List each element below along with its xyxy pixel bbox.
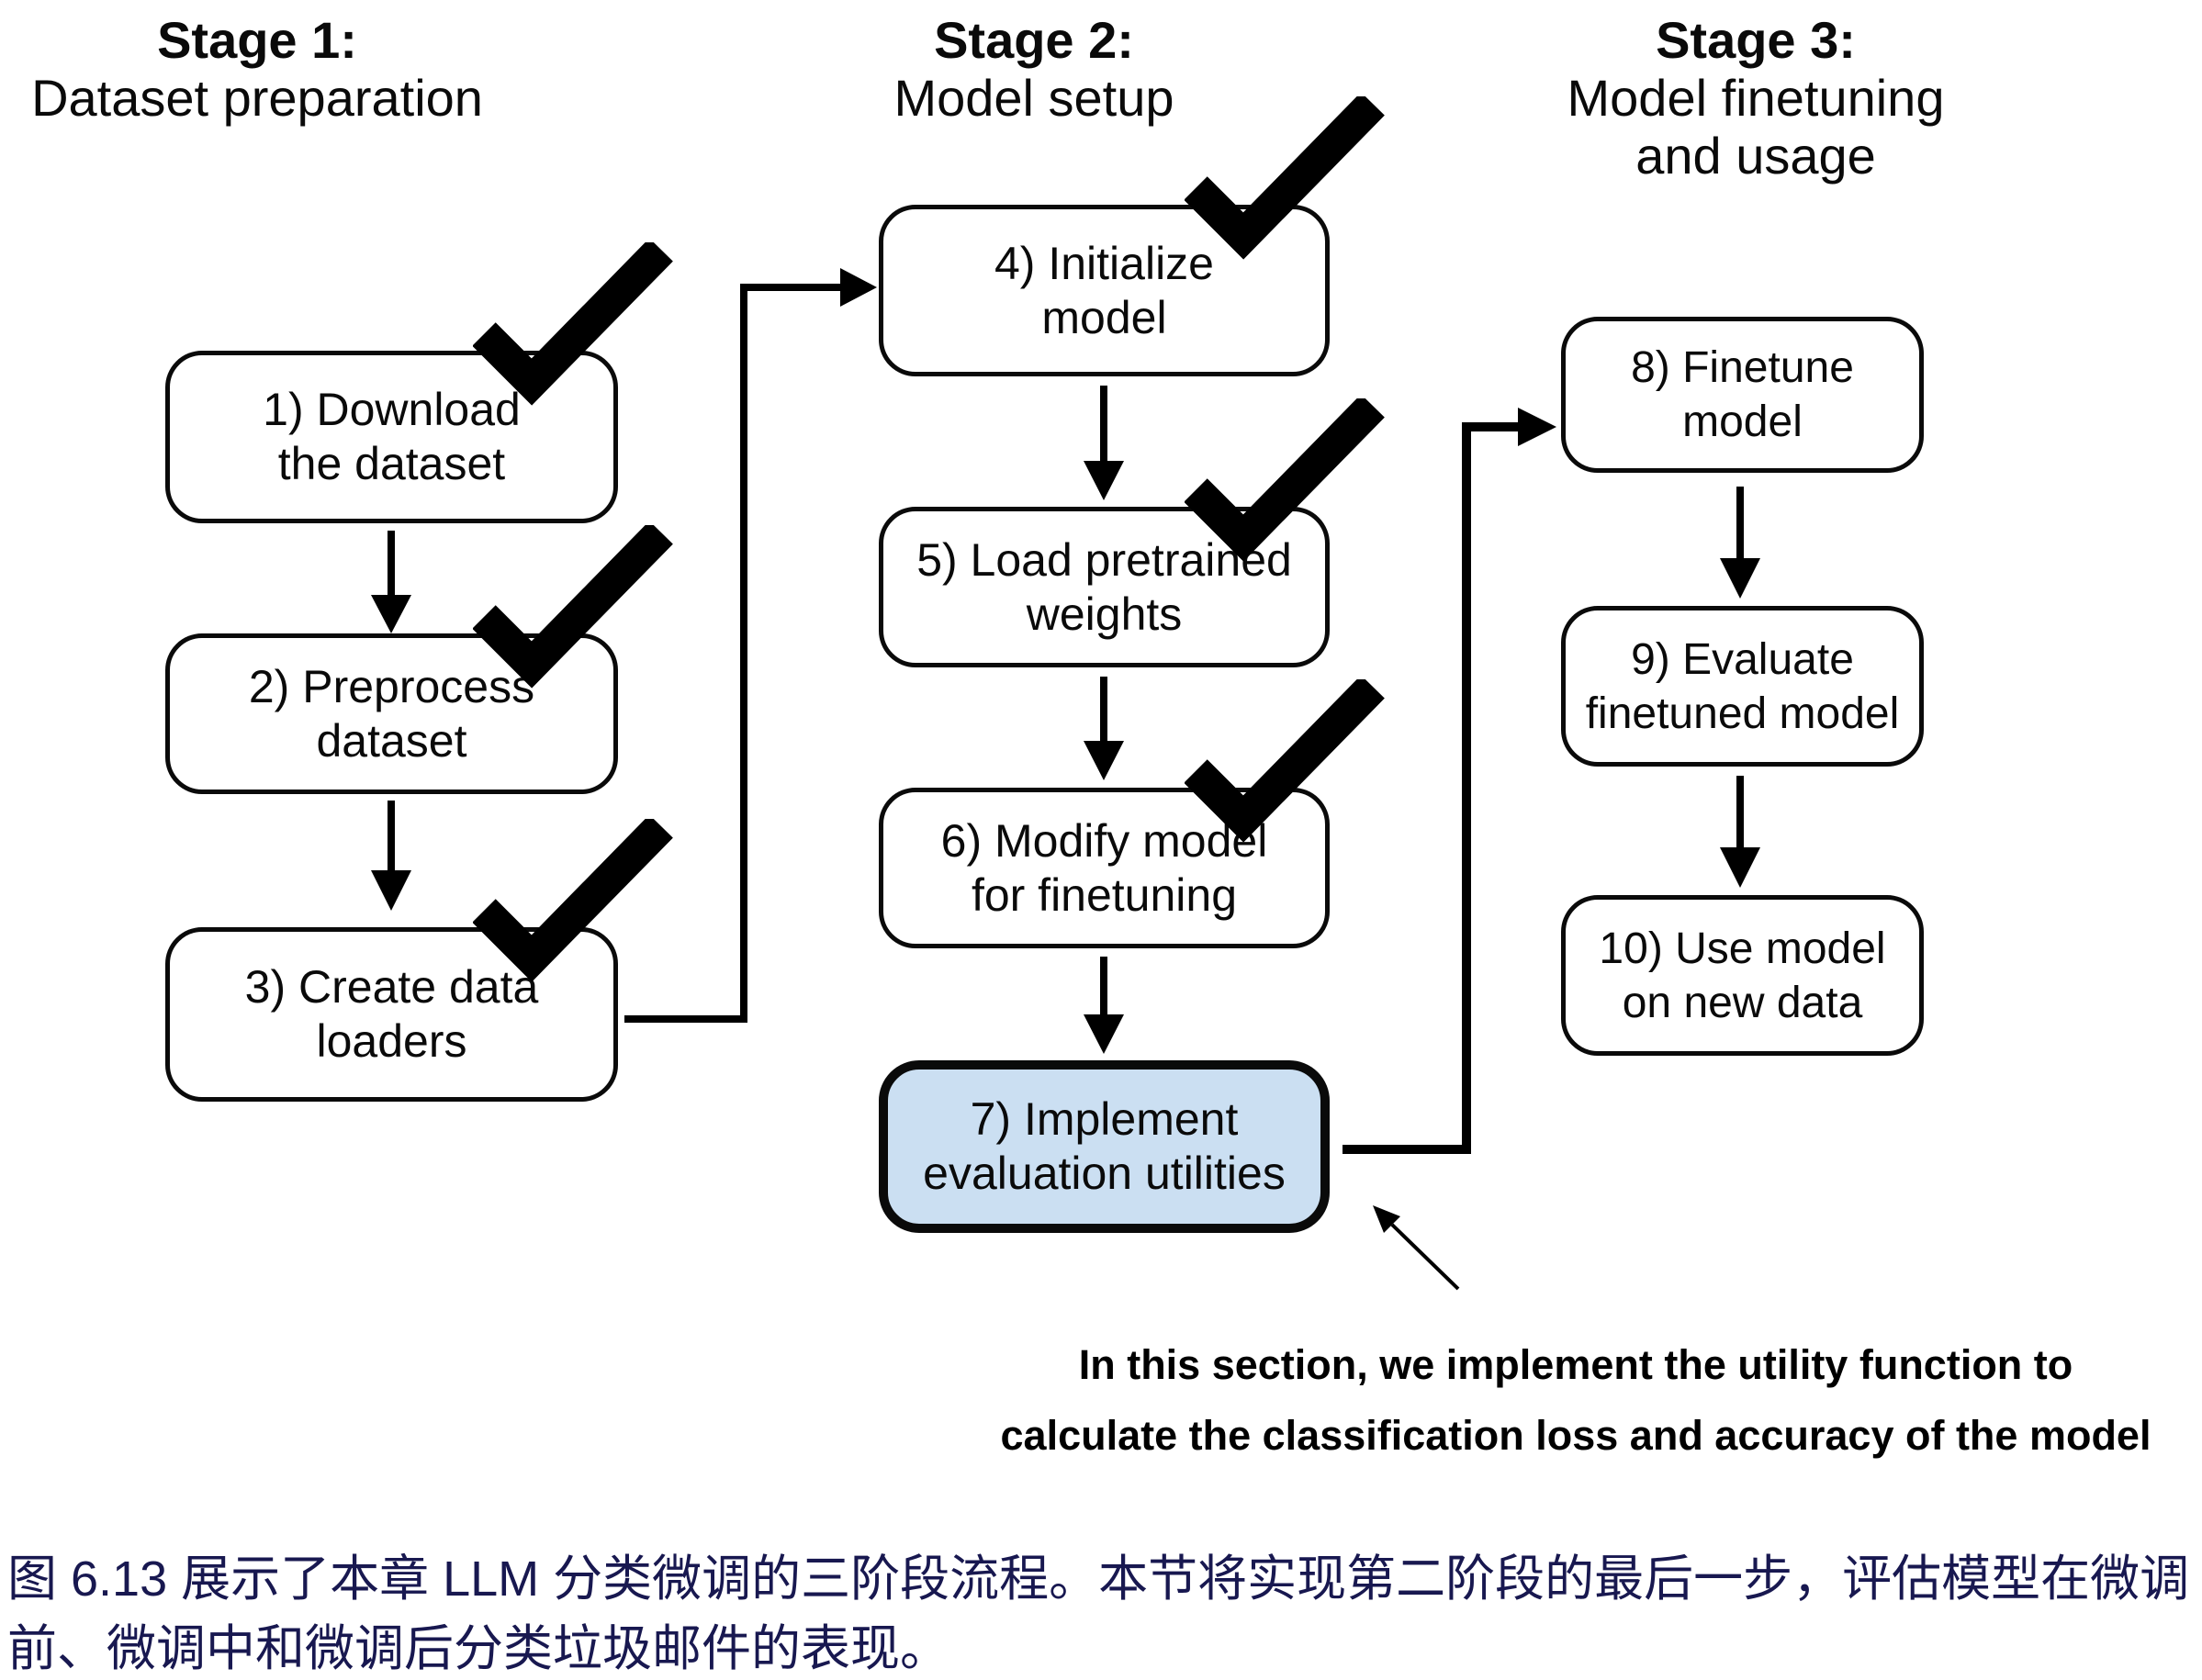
annotation-arrow-icon bbox=[1373, 1205, 1460, 1291]
arrow-step8-to-step9 bbox=[1720, 487, 1760, 599]
stage-1-header: Stage 1: Dataset preparation bbox=[28, 11, 487, 127]
stage-1-subtitle: Dataset preparation bbox=[31, 69, 483, 127]
step-10-label: 10) Use model on new data bbox=[1599, 924, 1886, 1027]
checkmark-icon bbox=[1185, 398, 1385, 562]
arrow-step6-to-step7 bbox=[1084, 957, 1124, 1054]
step-3-label: 3) Create data loaders bbox=[244, 961, 539, 1067]
arrow-step2-to-step3 bbox=[371, 801, 411, 911]
stage-2-title: Stage 2: bbox=[934, 11, 1134, 69]
stage-3-subtitle: Model finetuning and usage bbox=[1567, 69, 1945, 185]
step-6-label: 6) Modify model for finetuning bbox=[940, 814, 1268, 921]
checkmark-icon bbox=[473, 819, 673, 982]
stage-2-header: Stage 2: Model setup bbox=[804, 11, 1264, 127]
arrow-step4-to-step5 bbox=[1084, 386, 1124, 500]
step-box-10: 10) Use model on new data bbox=[1561, 895, 1924, 1056]
arrow-step5-to-step6 bbox=[1084, 677, 1124, 780]
step-5-label: 5) Load pretrained weights bbox=[916, 533, 1292, 640]
step-7-label: 7) Implement evaluation utilities bbox=[923, 1093, 1286, 1199]
stage-2-subtitle: Model setup bbox=[893, 69, 1174, 127]
stage-3-title: Stage 3: bbox=[1656, 11, 1856, 69]
step-2-label: 2) Preprocess dataset bbox=[248, 660, 535, 767]
figure-caption: 图 6.13 展示了本章 LLM 分类微调的三阶段流程。本节将实现第二阶段的最后… bbox=[7, 1551, 2190, 1676]
step-box-8: 8) Finetune model bbox=[1561, 317, 1924, 473]
step-box-9: 9) Evaluate finetuned model bbox=[1561, 606, 1924, 767]
arrow-step9-to-step10 bbox=[1720, 776, 1760, 888]
step-box-7-highlighted: 7) Implement evaluation utilities bbox=[879, 1060, 1330, 1233]
stage-1-title: Stage 1: bbox=[157, 11, 357, 69]
checkmark-icon bbox=[473, 525, 673, 689]
step-8-label: 8) Finetune model bbox=[1631, 343, 1854, 446]
checkmark-icon bbox=[1185, 679, 1385, 843]
annotation-text: In this section, we implement the utilit… bbox=[1000, 1341, 2151, 1459]
checkmark-icon bbox=[473, 242, 673, 406]
checkmark-icon bbox=[1185, 96, 1385, 260]
arrow-step1-to-step2 bbox=[371, 531, 411, 633]
step-box-5: 5) Load pretrained weights bbox=[879, 507, 1330, 667]
step-1-label: 1) Download the dataset bbox=[263, 384, 521, 489]
step-4-label: 4) Initialize model bbox=[994, 237, 1214, 343]
step-9-label: 9) Evaluate finetuned model bbox=[1585, 634, 1900, 738]
stage-3-header: Stage 3: Model finetuning and usage bbox=[1526, 11, 1985, 185]
